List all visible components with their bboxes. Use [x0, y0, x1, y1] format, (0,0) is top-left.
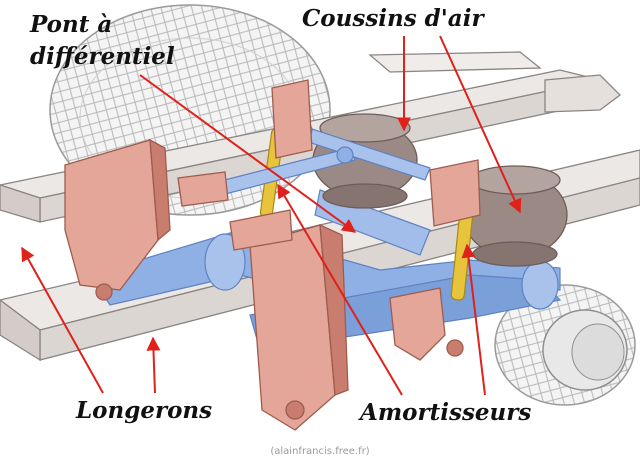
label-pont-line2: différentiel [30, 43, 175, 70]
label-amortisseurs: Amortisseurs [360, 399, 532, 426]
image-credit: (alainfrancis.free.fr) [270, 446, 370, 457]
tire-front [494, 284, 636, 406]
arrow-longeron-2 [146, 336, 161, 394]
label-longerons: Longerons [76, 397, 213, 424]
label-coussins: Coussins d'air [302, 5, 484, 32]
arrow-coussin-2 [439, 35, 522, 214]
arrow-pont [139, 74, 357, 233]
label-pont-line1: Pont à [30, 11, 113, 38]
arrow-amort-2 [461, 243, 486, 396]
arrow-longeron-1 [21, 246, 104, 394]
arrow-amort-1 [277, 183, 403, 396]
leader-arrows [21, 35, 522, 396]
frame-brackets [64, 79, 481, 431]
